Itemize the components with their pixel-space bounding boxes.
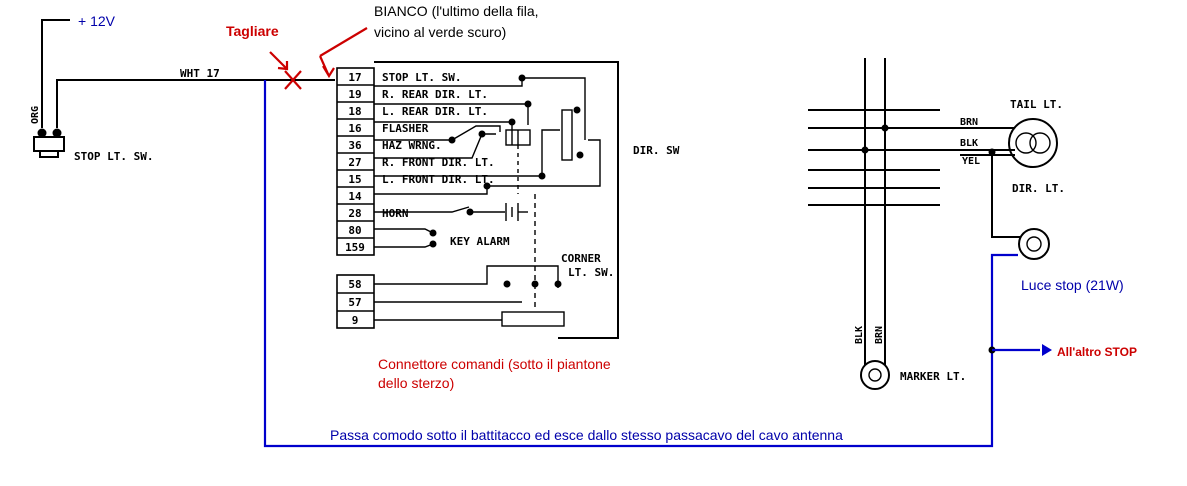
connector-note-line1: Connettore comandi (sotto il piantone — [378, 356, 611, 372]
cut-mark — [269, 51, 302, 90]
dir-sw-label: DIR. SW — [633, 144, 680, 157]
pin-number: 57 — [348, 296, 361, 309]
pin-function-label: R. REAR DIR. LT. — [382, 88, 488, 101]
key-alarm-label: KEY ALARM — [450, 235, 510, 248]
pin-function-label: HORN — [382, 207, 409, 220]
main-wire-label: WHT 17 — [180, 67, 220, 80]
connector-note-line2: dello sterzo) — [378, 375, 454, 391]
yel-label: YEL — [962, 156, 980, 167]
pin-function-label: FLASHER — [382, 122, 429, 135]
pin-function-label: HAZ WRNG. — [382, 139, 442, 152]
white-wire-note-line2: vicino al verde scuro) — [374, 24, 506, 40]
routing-note: Passa comodo sotto il battitacco ed esce… — [330, 427, 843, 443]
pin-number: 15 — [348, 173, 361, 186]
arrow-right-icon — [1042, 344, 1052, 356]
pin-function-label: STOP LT. SW. — [382, 71, 461, 84]
rear-lamp-wiring — [808, 58, 1020, 365]
tail-lamp-icon — [1008, 118, 1058, 168]
pin-number: 19 — [348, 88, 361, 101]
marker-lt-label: MARKER LT. — [900, 370, 966, 383]
pin-number: 17 — [348, 71, 361, 84]
tail-lt-label: TAIL LT. — [1010, 98, 1063, 111]
cut-label: Tagliare — [226, 23, 279, 39]
connector-block: 17 STOP LT. SW. 19 R. REAR DIR. LT. 18 L. REA… — [336, 61, 619, 339]
pin-function-label: L. REAR DIR. LT. — [382, 105, 488, 118]
pin-number: 14 — [348, 190, 362, 203]
stop-light-switch: ORG STOP LT. SW. — [30, 19, 335, 163]
stop-lamp-icon — [1018, 228, 1050, 260]
pin-number: 159 — [345, 241, 365, 254]
supply-label: + 12V — [78, 13, 116, 29]
brn-label: BRN — [960, 117, 978, 128]
corner-sw-label-line1: CORNER — [561, 252, 601, 265]
org-wire-label: ORG — [30, 106, 41, 124]
pin-number: 58 — [348, 278, 361, 291]
pin-number: 16 — [348, 122, 362, 135]
white-wire-pointer — [318, 27, 368, 79]
marker-blk-label: BLK — [854, 326, 865, 344]
pin-number: 9 — [352, 314, 359, 327]
corner-sw-label-line2: LT. SW. — [568, 266, 614, 279]
pin-number: 28 — [348, 207, 361, 220]
marker-lamp-icon — [860, 360, 890, 390]
white-wire-note-line1: BIANCO (l'ultimo della fila, — [374, 3, 539, 19]
pin-function-label: L. FRONT DIR. LT. — [382, 173, 495, 186]
pin-number: 27 — [348, 156, 361, 169]
pin-number: 18 — [348, 105, 361, 118]
other-stop-label: All'altro STOP — [1057, 345, 1137, 359]
pin-number: 80 — [348, 224, 361, 237]
stop-switch-label: STOP LT. SW. — [74, 150, 153, 163]
stop-lamp-note: Luce stop (21W) — [1021, 277, 1124, 293]
marker-brn-label: BRN — [874, 326, 885, 344]
dir-lt-label: DIR. LT. — [1012, 182, 1065, 195]
blk-label: BLK — [960, 138, 978, 149]
pin-function-label: R. FRONT DIR. LT. — [382, 156, 495, 169]
pin-number: 36 — [348, 139, 362, 152]
new-stop-wire — [263, 80, 1018, 448]
